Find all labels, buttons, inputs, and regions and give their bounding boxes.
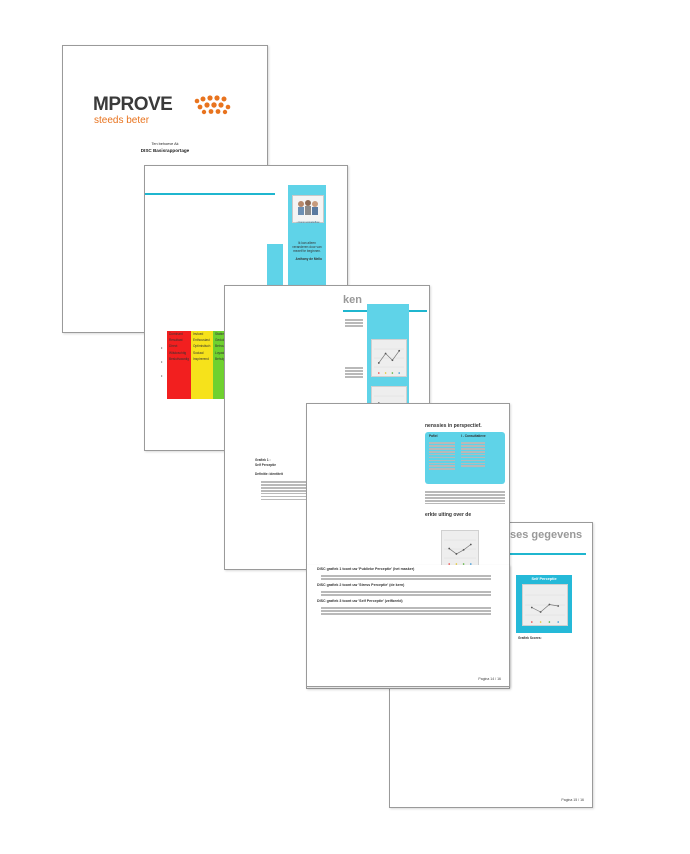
- line-chart-svg: [525, 594, 565, 623]
- line-chart-svg: [444, 539, 476, 565]
- axis-marker: [548, 621, 551, 623]
- data-point: [530, 606, 533, 609]
- col-header: I - Consultatieve: [461, 434, 486, 438]
- bullet-markers: •••: [161, 345, 163, 378]
- section-3-text: [321, 606, 491, 616]
- data-point: [455, 553, 458, 555]
- grafiek-scores-label: Grafiek Scores:: [518, 636, 542, 640]
- column-red: Dominant Resultaat Direct Wilskrachtig B…: [167, 331, 191, 399]
- data-point: [384, 352, 387, 355]
- green-item: Loyaal: [215, 350, 225, 355]
- logo-text: MPROVE: [93, 94, 173, 115]
- axis-marker: [391, 372, 394, 374]
- section-1-text: [321, 574, 491, 581]
- yellow-item: Optimistisch: [193, 344, 211, 349]
- header-rule: [145, 193, 275, 195]
- sidebar-photo: • Communicatieflow: [292, 195, 324, 224]
- col-header: Pafiel: [429, 434, 438, 438]
- axis-marker: [470, 563, 472, 565]
- box-title: Self Perceptie: [531, 577, 557, 581]
- section-3-title: DISC grafiek 3 toont uw 'Self Perceptie'…: [317, 599, 403, 603]
- column-yellow: Invloed Enthousiast Optimistisch Sociaal…: [191, 331, 213, 399]
- data-point: [448, 547, 451, 550]
- page-heading: nenssies in perspectief.: [425, 423, 482, 429]
- axis-marker: [531, 621, 533, 623]
- series-line: [448, 544, 472, 555]
- sidebar-author: Anthony de Mello: [295, 257, 322, 261]
- body-text: [425, 490, 505, 506]
- data-point: [462, 549, 465, 551]
- red-item: Wilskrachtig: [169, 350, 187, 355]
- section-2-title: DISC grafiek 2 toont uw 'Stress Percepti…: [317, 583, 405, 587]
- grafiek-title: Self Perceptie: [255, 463, 277, 467]
- green-item: Stabiel: [215, 332, 225, 336]
- subheading: erkte uiting over de: [425, 512, 472, 518]
- data-point: [377, 362, 380, 364]
- data-point: [548, 603, 551, 606]
- mprove-logo: MPROVE steeds beter: [93, 94, 243, 130]
- page-number: Pagina 15 / 16: [561, 798, 584, 802]
- data-point: [469, 543, 472, 546]
- yellow-item: Inspirerend: [193, 356, 209, 361]
- axis-marker: [455, 563, 458, 565]
- disc-chart: [522, 584, 568, 626]
- report-title: DISC Basisrapportage: [140, 148, 190, 153]
- series-line: [378, 350, 400, 364]
- page-number: Pagina 14 / 16: [478, 677, 501, 681]
- axis-marker: [398, 372, 400, 374]
- page-heading: ken: [343, 294, 362, 306]
- yellow-item: Invloed: [193, 332, 204, 336]
- table-cells: [461, 441, 485, 468]
- red-item: Dominant: [169, 332, 183, 336]
- data-point: [557, 605, 560, 607]
- axis-marker: [557, 621, 559, 623]
- logo-dots-icon: [194, 95, 231, 115]
- subheading: Definitie: identiteit: [255, 472, 283, 476]
- axis-marker: [448, 563, 450, 565]
- self-perceptie-box: Self Perceptie: [516, 575, 572, 633]
- page-grafiek-uitleg: DISC grafiek 1 toont uw 'Publieke Percep…: [306, 565, 510, 687]
- page-heading: ses gegevens: [510, 529, 583, 541]
- grafiek-label: Grafiek 1 :: [255, 458, 271, 462]
- logo-tagline: steeds beter: [94, 115, 150, 126]
- text-block: [345, 366, 363, 379]
- photo-caption: • Communicatieflow: [296, 221, 320, 224]
- profile-table: Pafiel I - Consultatieve: [425, 432, 505, 484]
- line-chart-svg: [374, 348, 404, 374]
- section-1-title: DISC grafiek 1 toont uw 'Publieke Percep…: [317, 567, 415, 571]
- table-cells: [429, 441, 455, 471]
- yellow-item: Enthousiast: [193, 338, 210, 343]
- data-point: [391, 359, 394, 362]
- text-block: [345, 318, 363, 328]
- axis-marker: [539, 621, 542, 623]
- yellow-item: Sociaal: [193, 350, 204, 355]
- red-item: Besluitvaardig: [169, 356, 190, 361]
- series-line: [531, 604, 559, 613]
- axis-marker: [384, 372, 387, 374]
- prepared-for: Ten behoeve Ak: [151, 142, 179, 146]
- axis-marker: [378, 372, 380, 374]
- disc-chart: [371, 339, 407, 377]
- disc-chart: [441, 530, 479, 568]
- axis-marker: [462, 563, 465, 565]
- red-item: Direct: [169, 344, 178, 349]
- section-2-text: [321, 590, 491, 597]
- green-item: Behulpzaam: [213, 356, 235, 362]
- green-item: Geduldig: [215, 338, 228, 343]
- red-item: Resultaat: [169, 338, 183, 343]
- sidebar-quote: Ik kan alleen veranderen door van mezelf…: [292, 241, 322, 254]
- data-point: [539, 611, 542, 613]
- header-rule: [510, 553, 586, 555]
- data-point: [398, 349, 401, 352]
